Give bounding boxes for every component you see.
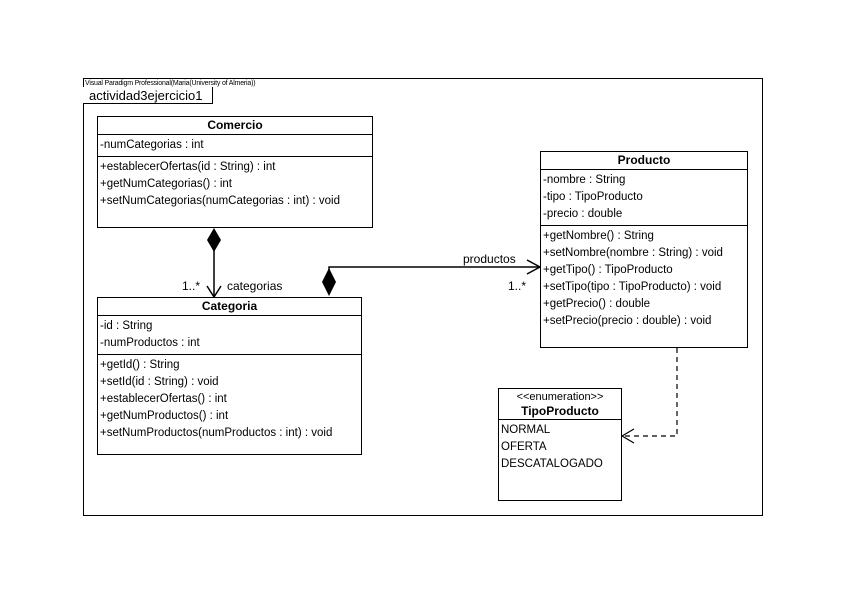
- enum-tipoproducto[interactable]: <<enumeration>> TipoProducto NORMAL OFER…: [498, 388, 622, 501]
- class-comercio[interactable]: Comercio -numCategorias : int +establece…: [97, 116, 373, 228]
- attributes-section: -numCategorias : int: [98, 135, 372, 157]
- class-producto[interactable]: Producto -nombre : String -tipo : TipoPr…: [540, 151, 748, 348]
- operation: +establecerOfertas() : int: [100, 393, 227, 405]
- multiplicity-categorias: 1..*: [182, 279, 201, 293]
- attribute: -id : String: [100, 320, 153, 332]
- class-categoria[interactable]: Categoria -id : String -numProductos : i…: [97, 297, 362, 455]
- operation: +setNombre(nombre : String) : void: [543, 247, 723, 259]
- operation: +setId(id : String) : void: [100, 376, 219, 388]
- attributes-section: -id : String -numProductos : int: [98, 316, 361, 355]
- operations-section: +getNombre() : String +setNombre(nombre …: [541, 226, 747, 332]
- operation: +getPrecio() : double: [543, 298, 651, 310]
- operation: +getNombre() : String: [543, 230, 654, 242]
- operation: +establecerOfertas(id : String) : int: [100, 161, 276, 173]
- dependency-producto-tipoproducto[interactable]: [620, 348, 678, 444]
- operation: +getId() : String: [100, 359, 180, 371]
- class-name: Producto: [541, 152, 747, 170]
- operations-section: +getId() : String +setId(id : String) : …: [98, 355, 361, 444]
- attributes-section: -nombre : String -tipo : TipoProducto -p…: [541, 170, 747, 226]
- attribute: -tipo : TipoProducto: [543, 191, 643, 203]
- watermark: Visual Paradigm Professional(Maria(Unive…: [85, 80, 256, 87]
- operations-section: +establecerOfertas(id : String) : int +g…: [98, 157, 372, 212]
- class-name: Categoria: [98, 298, 361, 316]
- attribute: -numCategorias : int: [100, 139, 204, 151]
- frame-label: actividad3ejercicio1: [83, 87, 213, 104]
- operation: +setPrecio(precio : double) : void: [543, 315, 712, 327]
- attribute: -precio : double: [543, 208, 623, 220]
- multiplicity-productos: 1..*: [508, 279, 527, 293]
- operation: +setNumCategorias(numCategorias : int) :…: [100, 195, 341, 207]
- role-categorias: categorias: [227, 279, 283, 293]
- class-name: TipoProducto: [521, 404, 599, 418]
- arrowhead-icon: [620, 428, 635, 444]
- operation: +setTipo(tipo : TipoProducto) : void: [543, 281, 722, 293]
- role-productos: productos: [463, 252, 516, 266]
- attribute: -numProductos : int: [100, 337, 200, 349]
- enum-header: <<enumeration>> TipoProducto: [499, 389, 621, 420]
- literals-section: NORMAL OFERTA DESCATALOGADO: [499, 420, 621, 475]
- operation: +setNumProductos(numProductos : int) : v…: [100, 427, 333, 439]
- attribute: -nombre : String: [543, 174, 626, 186]
- operation: +getNumProductos() : int: [100, 410, 229, 422]
- operation: +getNumCategorias() : int: [100, 178, 232, 190]
- diagram-frame: [83, 78, 763, 516]
- operation: +getTipo() : TipoProducto: [543, 264, 673, 276]
- enum-literal: NORMAL: [501, 424, 551, 436]
- stereotype: <<enumeration>>: [516, 391, 604, 403]
- enum-literal: DESCATALOGADO: [501, 458, 603, 470]
- composition-comercio-categoria[interactable]: [206, 228, 222, 299]
- composition-diamond-icon: [322, 268, 336, 296]
- class-name: Comercio: [98, 117, 372, 135]
- enum-literal: OFERTA: [501, 441, 547, 453]
- composition-diamond-icon: [207, 228, 221, 252]
